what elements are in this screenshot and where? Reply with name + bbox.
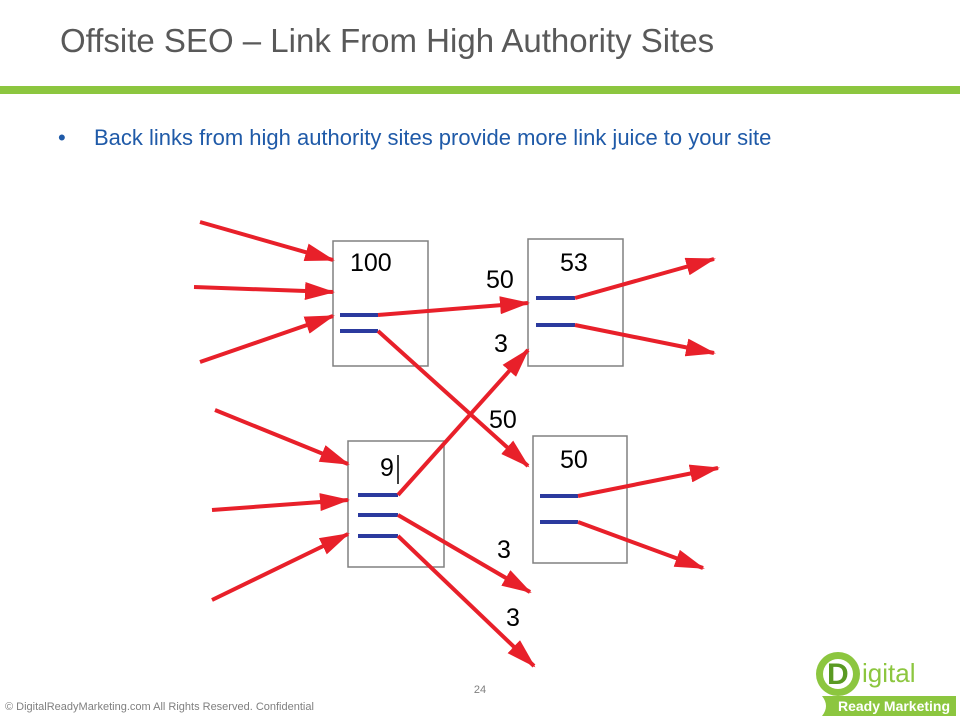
digital-ready-marketing-logo: D igital Ready Marketing [816,652,956,716]
arrow-d-out-2 [577,520,705,570]
arrow-c-to-b [396,348,530,497]
edge-label-c-out-2: 3 [506,604,520,632]
arrow-b-out-1 [574,257,716,300]
node-b-value: 53 [560,249,588,277]
edge-label-c-b: 3 [494,330,508,358]
bullet-icon: • [58,125,66,150]
arrow-in-a-1 [199,220,335,262]
arrow-b-out-2 [574,323,716,357]
node-b-box [527,238,624,367]
arrow-a-to-b [377,296,530,317]
node-d-value: 50 [560,446,588,474]
arrow-c-out-2 [396,534,536,668]
node-c-value: 9 [380,454,394,482]
arrow-a-to-d [376,329,530,468]
logo-tagline: Ready Marketing [838,698,950,714]
node-a-box [332,240,429,367]
page-number: 24 [473,684,487,696]
node-d-box [532,435,628,564]
arrow-d-out-1 [577,464,720,498]
arrow-c-out-1 [396,513,532,594]
logo-letter: D [827,658,849,691]
link-arrows [193,220,720,668]
node-a-value: 100 [350,249,392,277]
bullet-item: • Back links from high authority sites p… [58,122,908,154]
arrow-in-c-3 [211,532,350,602]
copyright-footer: © DigitalReadyMarketing.com All Rights R… [5,701,314,713]
link-bars [340,296,578,538]
logo-word: igital [862,658,915,688]
edge-label-a-d: 50 [489,406,517,434]
logo-banner [822,696,956,716]
arrow-in-c-1 [214,408,350,466]
arrow-in-a-2 [193,281,335,300]
arrow-in-a-3 [199,314,335,364]
edge-label-c-out-1: 3 [497,536,511,564]
arrow-in-c-2 [211,493,350,512]
edge-label-a-b: 50 [486,266,514,294]
bullet-text: Back links from high authority sites pro… [94,125,772,150]
title-divider [0,86,960,94]
slide-title: Offsite SEO – Link From High Authority S… [60,22,715,59]
